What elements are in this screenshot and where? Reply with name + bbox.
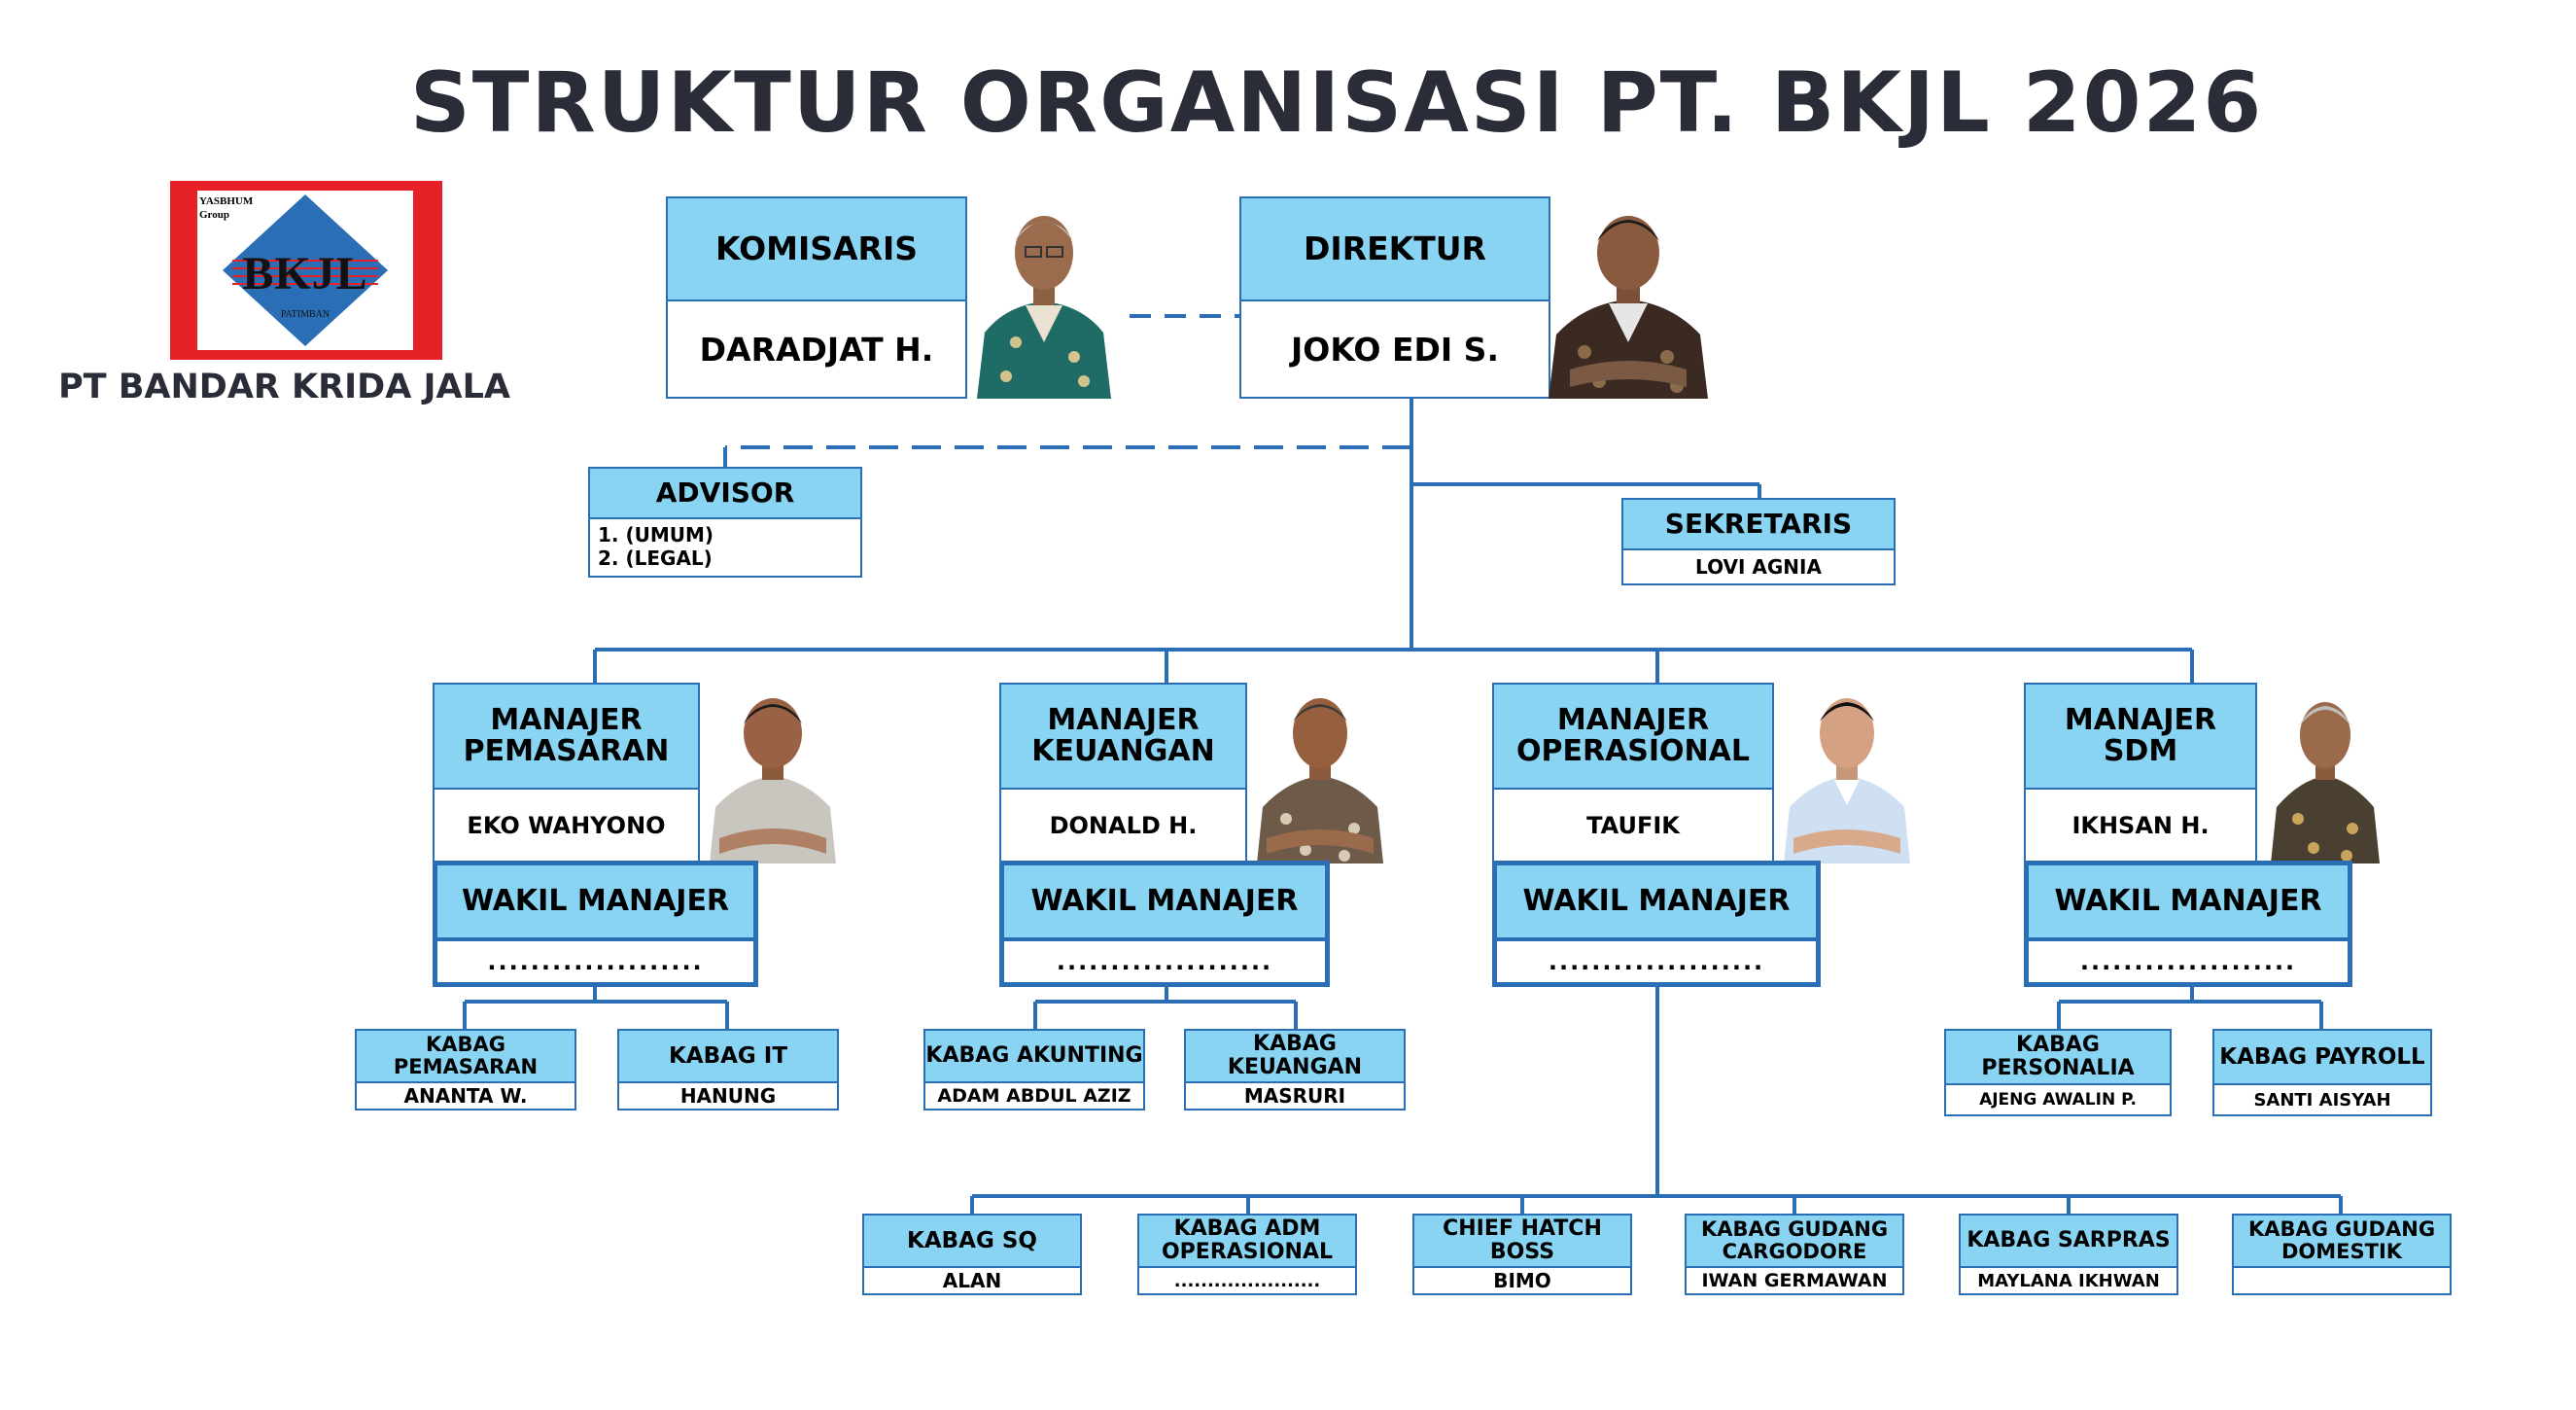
wakil-title: WAKIL MANAJER: [2029, 865, 2348, 937]
manager-title: MANAJER PEMASARAN: [435, 685, 698, 788]
manager-name: DONALD H.: [1001, 788, 1245, 862]
advisor-title: ADVISOR: [590, 469, 860, 517]
direktur-name: JOKO EDI S.: [1241, 300, 1549, 397]
wakil-title: WAKIL MANAJER: [437, 865, 753, 937]
manager-box-operasional: MANAJER OPERASIONAL TAUFIK: [1492, 683, 1774, 864]
wakil-box-sdm: WAKIL MANAJER ....................: [2024, 861, 2352, 987]
manager-box-sdm: MANAJER SDM IKHSAN H.: [2024, 683, 2257, 864]
manager-name: TAUFIK: [1494, 788, 1772, 862]
advisor-box: ADVISOR 1. (UMUM) 2. (LEGAL): [588, 467, 862, 578]
kabag-name: AJENG AWALIN P.: [1946, 1083, 2170, 1114]
ops-unit-title: KABAG SARPRAS: [1961, 1216, 2176, 1266]
wakil-box-keuangan: WAKIL MANAJER ....................: [999, 861, 1330, 987]
manager-box-pemasaran: MANAJER PEMASARAN EKO WAHYONO: [433, 683, 700, 864]
kabag-name: ANANTA W.: [357, 1081, 574, 1109]
wakil-name: ....................: [1004, 937, 1325, 982]
ops-unit-name: BIMO: [1414, 1266, 1630, 1293]
kabag-box: KABAG PAYROLL SANTI AISYAH: [2212, 1029, 2432, 1116]
sekretaris-title: SEKRETARIS: [1623, 500, 1894, 548]
kabag-box: KABAG IT HANUNG: [617, 1029, 839, 1110]
page-title: STRUKTUR ORGANISASI PT. BKJL 2026: [409, 54, 2264, 152]
ops-unit-title: KABAG SQ: [864, 1216, 1080, 1266]
kabag-name: SANTI AISYAH: [2214, 1083, 2430, 1114]
komisaris-title: KOMISARIS: [668, 198, 965, 300]
kabag-title: KABAG PERSONALIA: [1946, 1031, 2170, 1083]
ops-unit-title: KABAG ADM OPERASIONAL: [1139, 1216, 1355, 1266]
logo-brand-text: BKJL: [242, 248, 368, 300]
manager-photo-icon: [1247, 683, 1393, 864]
advisor-item: 2. (LEGAL): [598, 546, 713, 570]
advisor-item: 1. (UMUM): [598, 523, 714, 546]
kabag-name: ADAM ABDUL AZIZ: [925, 1081, 1143, 1109]
manager-title: MANAJER KEUANGAN: [1001, 685, 1245, 788]
wakil-title: WAKIL MANAJER: [1004, 865, 1325, 937]
wakil-name: ....................: [1497, 937, 1816, 982]
ops-unit-box: CHIEF HATCH BOSS BIMO: [1412, 1214, 1632, 1295]
wakil-name: ....................: [2029, 937, 2348, 982]
kabag-box: KABAG PERSONALIA AJENG AWALIN P.: [1944, 1029, 2172, 1116]
manager-title: MANAJER OPERASIONAL: [1494, 685, 1772, 788]
manager-photo-icon: [2257, 683, 2393, 864]
sekretaris-name: LOVI AGNIA: [1623, 548, 1894, 583]
manager-box-keuangan: MANAJER KEUANGAN DONALD H.: [999, 683, 1247, 864]
komisaris-photo-icon: [967, 196, 1121, 399]
manager-photo-icon: [1774, 683, 1920, 864]
kabag-box: KABAG PEMASARAN ANANTA W.: [355, 1029, 576, 1110]
manager-title: MANAJER SDM: [2026, 685, 2255, 788]
diamond-logo-icon: [223, 194, 388, 346]
komisaris-box: KOMISARIS DARADJAT H.: [666, 196, 967, 399]
ops-unit-box: KABAG SQ ALAN: [862, 1214, 1082, 1295]
ops-unit-name: ......................: [1139, 1266, 1355, 1293]
ops-unit-name: MAYLANA IKHWAN: [1961, 1266, 2176, 1293]
ops-unit-box: KABAG ADM OPERASIONAL ..................…: [1137, 1214, 1357, 1295]
wakil-title: WAKIL MANAJER: [1497, 865, 1816, 937]
kabag-title: KABAG IT: [619, 1031, 837, 1081]
ops-unit-name: ALAN: [864, 1266, 1080, 1293]
manager-photo-icon: [700, 683, 846, 864]
company-logo: YASBHUM Group BKJL PATIMBAN: [170, 181, 442, 360]
kabag-title: KABAG KEUANGAN: [1186, 1031, 1404, 1081]
kabag-title: KABAG AKUNTING: [925, 1031, 1143, 1081]
ops-unit-title: CHIEF HATCH BOSS: [1414, 1216, 1630, 1266]
wakil-box-pemasaran: WAKIL MANAJER ....................: [433, 861, 758, 987]
kabag-name: MASRURI: [1186, 1081, 1404, 1109]
wakil-name: ....................: [437, 937, 753, 982]
ops-unit-name: IWAN GERMAWAN: [1687, 1266, 1902, 1293]
direktur-box: DIREKTUR JOKO EDI S.: [1239, 196, 1550, 399]
logo-group-text: YASBHUM Group: [199, 195, 254, 221]
logo-place-text: PATIMBAN: [280, 309, 331, 320]
kabag-box: KABAG KEUANGAN MASRURI: [1184, 1029, 1406, 1110]
ops-unit-box: KABAG GUDANG DOMESTIK: [2232, 1214, 2452, 1295]
ops-unit-box: KABAG GUDANG CARGODORE IWAN GERMAWAN: [1685, 1214, 1904, 1295]
komisaris-name: DARADJAT H.: [668, 300, 965, 397]
ops-unit-title: KABAG GUDANG CARGODORE: [1687, 1216, 1902, 1266]
ops-unit-name: [2234, 1266, 2450, 1293]
direktur-title: DIREKTUR: [1241, 198, 1549, 300]
manager-name: EKO WAHYONO: [435, 788, 698, 862]
kabag-title: KABAG PAYROLL: [2214, 1031, 2430, 1083]
company-name: PT BANDAR KRIDA JALA: [58, 368, 510, 406]
kabag-name: HANUNG: [619, 1081, 837, 1109]
direktur-photo-icon: [1541, 196, 1716, 399]
wakil-box-operasional: WAKIL MANAJER ....................: [1492, 861, 1821, 987]
ops-unit-title: KABAG GUDANG DOMESTIK: [2234, 1216, 2450, 1266]
kabag-title: KABAG PEMASARAN: [357, 1031, 574, 1081]
manager-name: IKHSAN H.: [2026, 788, 2255, 862]
ops-unit-box: KABAG SARPRAS MAYLANA IKHWAN: [1959, 1214, 2178, 1295]
sekretaris-box: SEKRETARIS LOVI AGNIA: [1621, 498, 1896, 585]
kabag-box: KABAG AKUNTING ADAM ABDUL AZIZ: [923, 1029, 1145, 1110]
